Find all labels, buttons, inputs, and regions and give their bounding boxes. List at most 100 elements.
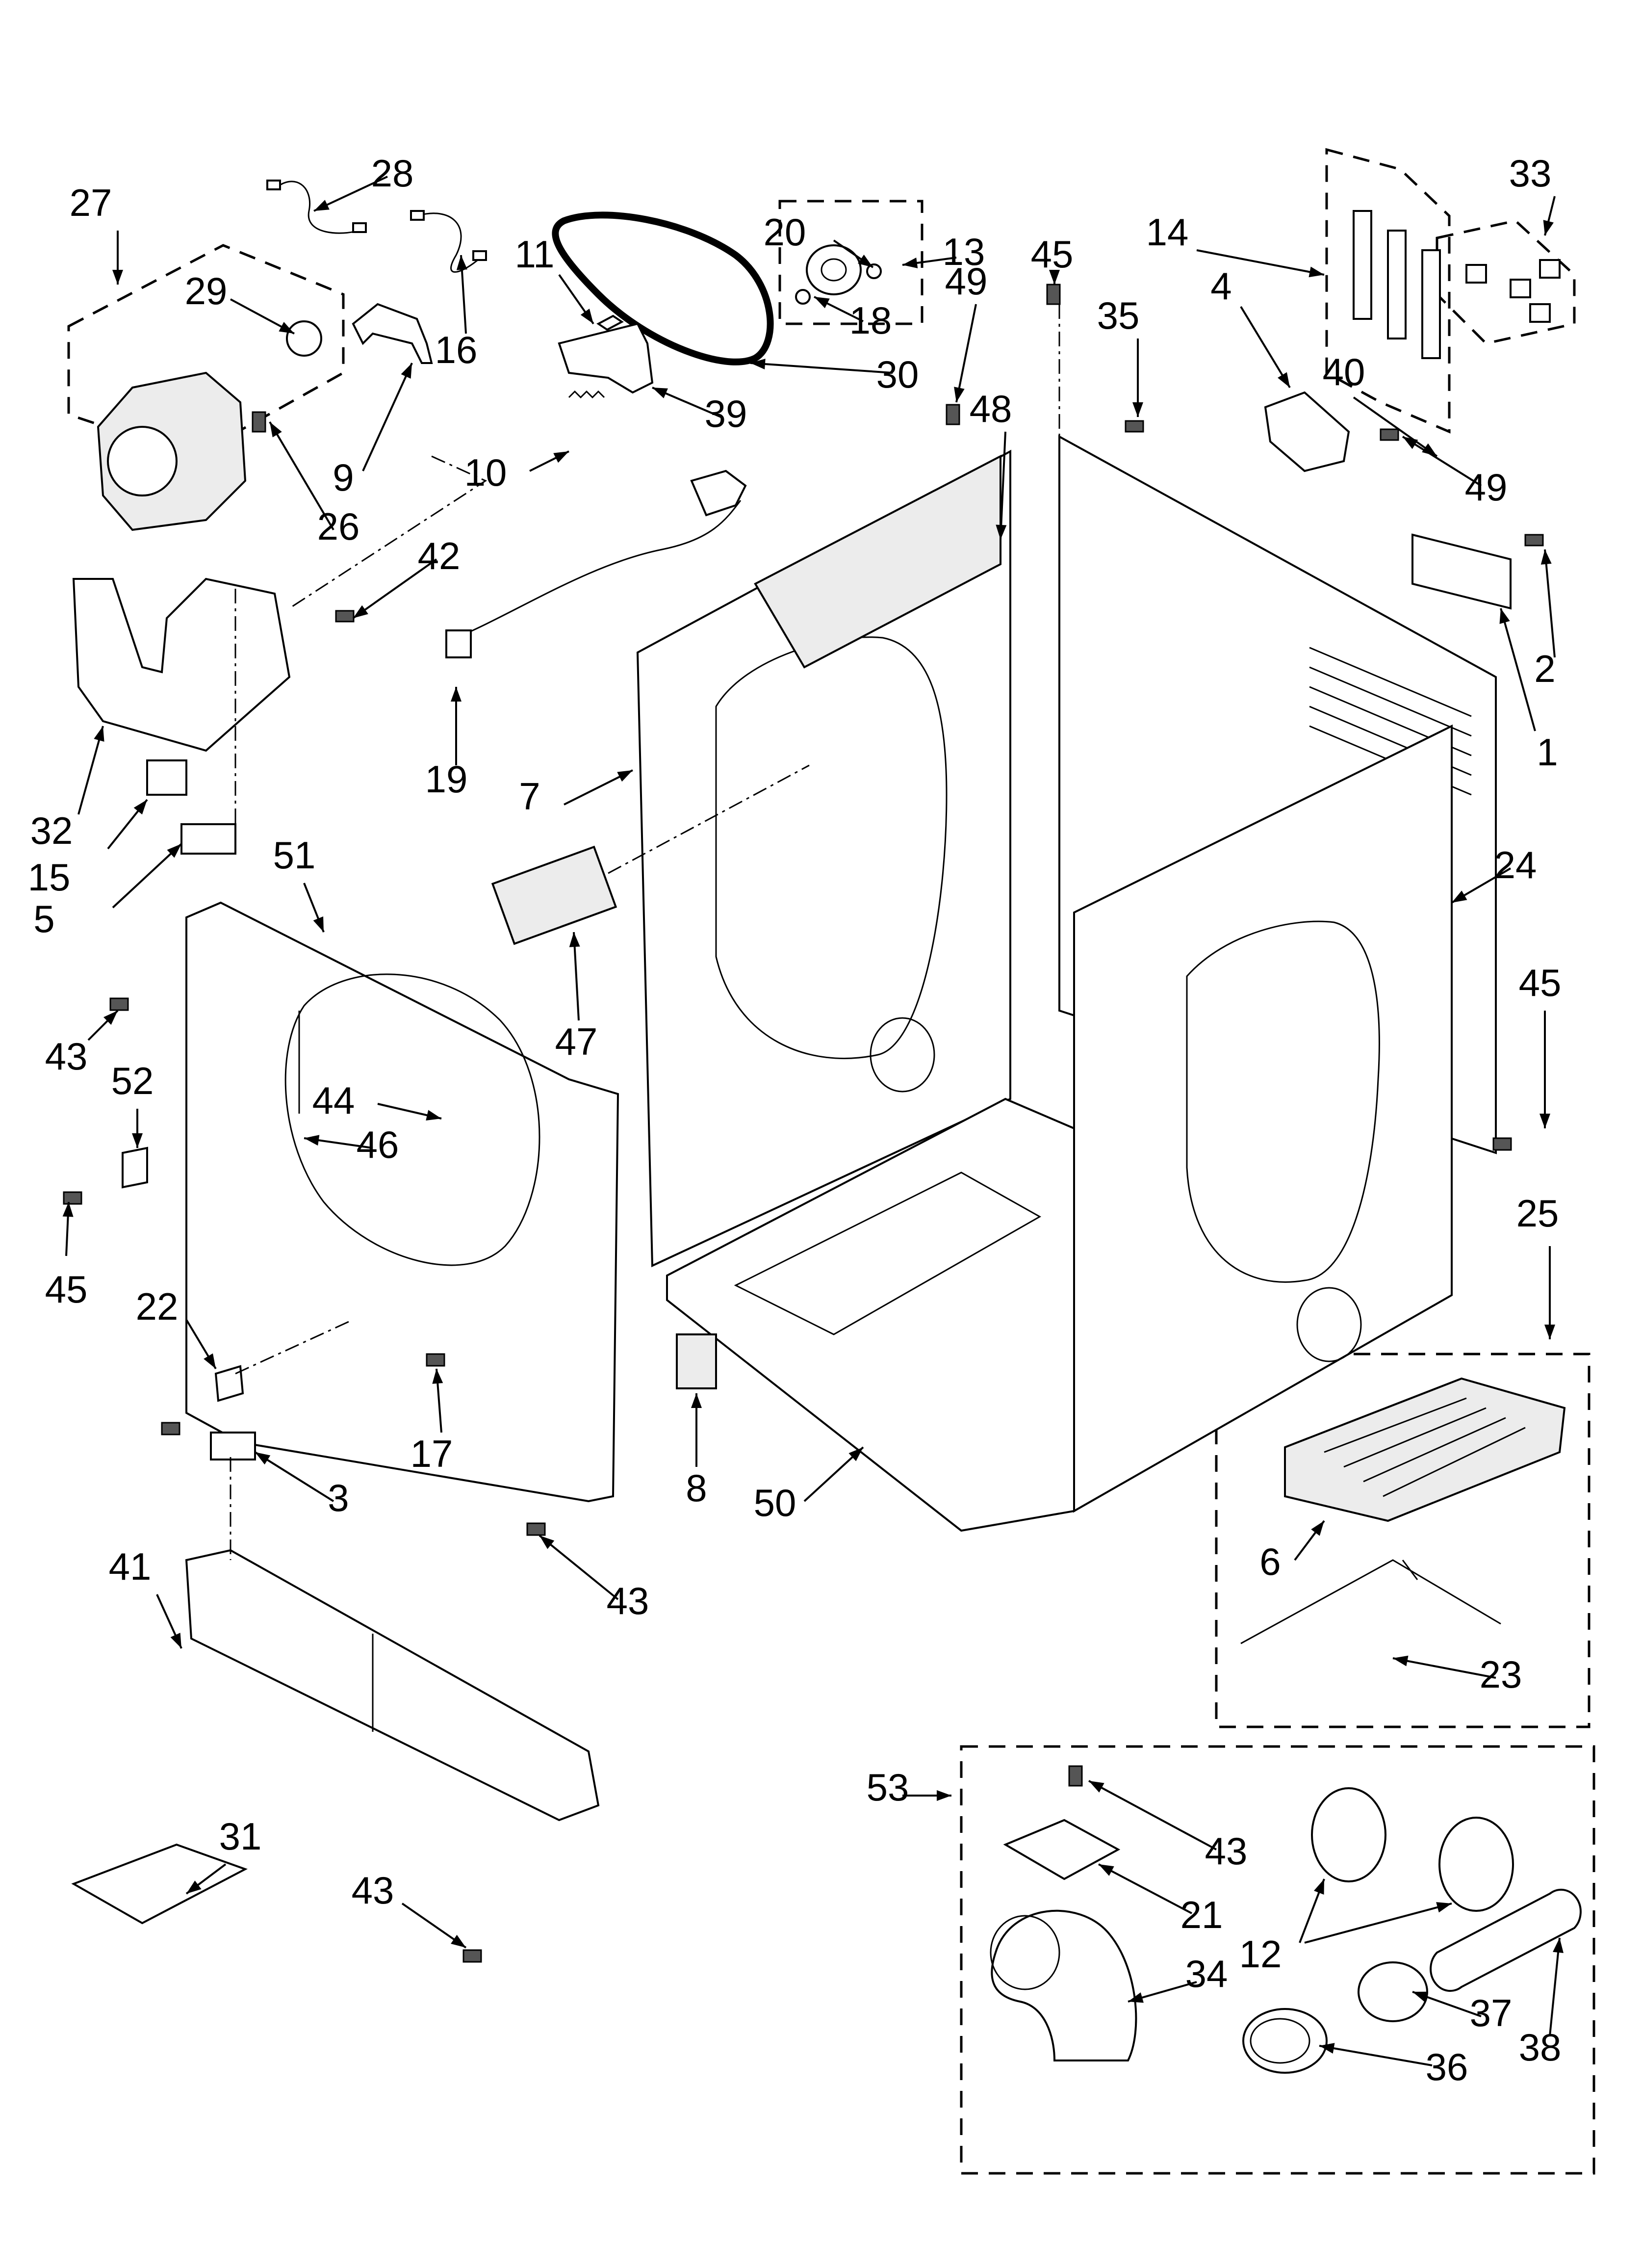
parts — [63, 180, 1582, 2074]
screw-26 — [252, 411, 266, 433]
control-board — [491, 845, 617, 945]
leader-line-5-arrowhead — [167, 844, 181, 858]
leader-line-33-arrowhead — [1543, 220, 1554, 235]
wire-connector-28 — [266, 180, 281, 190]
callout-label-9: 9 — [333, 456, 354, 499]
callout-label-41: 41 — [109, 1545, 152, 1588]
lint-filter-grid — [1324, 1397, 1526, 1497]
leader-line-19-arrowhead — [451, 687, 462, 702]
clamp-36 — [1242, 2008, 1328, 2074]
assembly-line-motor — [289, 455, 487, 609]
leader-line-4-arrowhead — [1278, 372, 1290, 388]
leader-line-30-arrowhead — [750, 359, 766, 370]
rear-panel-louvers — [1309, 647, 1472, 796]
callout-label-29: 29 — [185, 269, 228, 313]
duct-cap-12b — [1438, 1817, 1514, 1912]
leader-line-22-arrowhead — [204, 1353, 216, 1369]
door-strike-52 — [122, 1147, 148, 1189]
screw-43-left — [109, 997, 129, 1011]
leader-line-43 — [539, 1535, 619, 1600]
callout-label-23: 23 — [1480, 1653, 1522, 1696]
callout-label-14: 14 — [1146, 210, 1189, 254]
harness-plug-19b — [690, 469, 747, 517]
screw-45-right — [1492, 1137, 1512, 1151]
screw-45-front — [161, 1422, 180, 1435]
screw-2 — [1524, 534, 1544, 547]
door-ring-opening — [284, 973, 540, 1266]
leader-line-21 — [1098, 1863, 1192, 1914]
leader-line-23-arrowhead — [1393, 1655, 1409, 1667]
leader-line-43-arrowhead — [1089, 1781, 1104, 1793]
leader-line-38-arrowhead — [1553, 1938, 1564, 1953]
leader-line-26 — [269, 421, 334, 531]
callout-label-33: 33 — [1509, 152, 1552, 195]
switch-bracket-5 — [180, 823, 236, 855]
callout-label-11: 11 — [515, 233, 555, 276]
leader-line-12-extra — [1304, 1903, 1452, 1944]
leader-line-1 — [1500, 608, 1536, 731]
side-panel-opening — [1186, 920, 1380, 1283]
callout-label-27: 27 — [70, 181, 112, 224]
callout-label-5: 5 — [33, 897, 54, 940]
callout-label-34: 34 — [1185, 1952, 1228, 1995]
callout-label-4: 4 — [1210, 264, 1232, 308]
wire-connector-16 — [410, 210, 425, 221]
wire-connector-16b — [472, 250, 487, 261]
base-50 — [666, 1097, 1075, 1532]
leader-line-26-arrowhead — [270, 422, 282, 438]
motor-mount — [72, 577, 291, 752]
leader-line-6-arrowhead — [1311, 1521, 1324, 1536]
washer-18 — [795, 289, 811, 305]
knob-33c — [1539, 259, 1561, 279]
elbow-opening — [990, 1915, 1060, 1990]
leader-line-2-arrowhead — [1540, 549, 1552, 565]
callout-label-38: 38 — [1519, 2026, 1562, 2069]
callout-label-50: 50 — [754, 1481, 796, 1524]
callout-label-6: 6 — [1259, 1540, 1281, 1583]
leader-line-8-arrowhead — [691, 1393, 702, 1408]
leader-line-49-arrowhead — [954, 387, 965, 402]
leader-line-45-arrowhead — [1049, 270, 1060, 285]
callout-label-7: 7 — [519, 775, 540, 818]
leader-line-24-arrowhead — [1452, 890, 1467, 903]
leader-line-38 — [1549, 1937, 1561, 2036]
callout-label-45: 45 — [1519, 961, 1562, 1004]
callout-label-26: 26 — [317, 505, 360, 548]
lint-filter-group-box — [1215, 1353, 1591, 1728]
leader-line-9 — [362, 363, 413, 471]
cover-plate-21 — [1003, 1819, 1121, 1880]
assembly-line-board — [608, 764, 810, 874]
screw-45-top — [1046, 284, 1061, 305]
terminal-14b — [1387, 230, 1407, 339]
callout-label-22: 22 — [136, 1285, 179, 1328]
leader-line-23 — [1392, 1657, 1496, 1679]
callout-label-25: 25 — [1516, 1192, 1559, 1235]
leader-line-31-arrowhead — [186, 1880, 202, 1894]
idler-pulley — [806, 244, 862, 295]
callout-label-32: 32 — [30, 809, 73, 852]
callout-label-16: 16 — [435, 328, 478, 371]
lint-wire-23 — [1240, 1559, 1501, 1644]
leader-line-39-arrowhead — [652, 388, 668, 398]
motor-pulley-29 — [286, 320, 322, 357]
callout-label-36: 36 — [1426, 2045, 1468, 2088]
leader-line-45-arrowhead — [62, 1202, 74, 1217]
knobs-33 — [1465, 259, 1561, 323]
callout-label-37: 37 — [1470, 1991, 1513, 2034]
motor-end-bell — [107, 426, 178, 496]
leader-line-14 — [1196, 249, 1325, 276]
wire-harness-16 — [416, 212, 481, 273]
leader-line-49 — [1402, 436, 1482, 487]
leader-line-44-arrowhead — [426, 1110, 441, 1121]
leader-line-3-arrowhead — [255, 1452, 271, 1465]
leader-lines — [62, 176, 1564, 2066]
harness-plug-19 — [445, 629, 472, 658]
callout-label-44: 44 — [312, 1079, 355, 1122]
screw-49-top — [946, 404, 960, 425]
leader-line-29-arrowhead — [279, 322, 294, 334]
callout-label-48: 48 — [970, 387, 1012, 430]
leader-line-12-extra-arrowhead — [1436, 1902, 1452, 1913]
leader-line-18-arrowhead — [814, 297, 830, 309]
